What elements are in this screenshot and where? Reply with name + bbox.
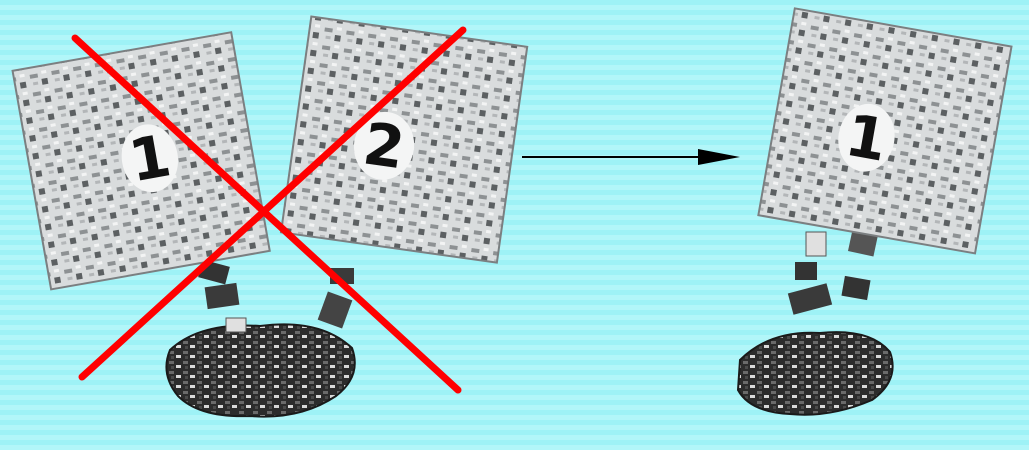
bag-1-left: 1 xyxy=(11,31,271,291)
arrow-icon xyxy=(522,149,740,165)
pile-right xyxy=(736,229,894,416)
pile-left xyxy=(165,259,356,418)
cross-out-mark xyxy=(71,26,467,394)
bag-2: 2 xyxy=(279,15,529,264)
bag-1-right: 1 xyxy=(757,7,1013,255)
